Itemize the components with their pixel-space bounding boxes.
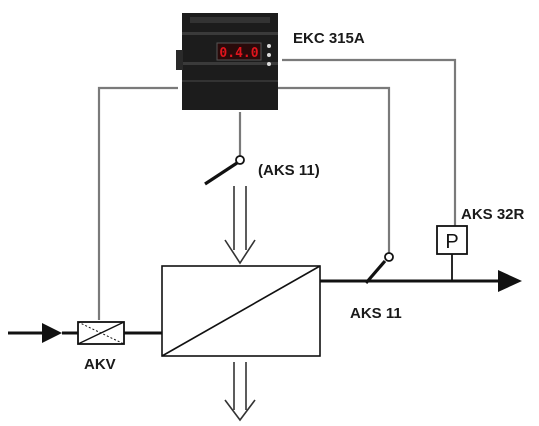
pressure-transmitter-box bbox=[436, 225, 468, 255]
suction-sensor-label: AKS 11 bbox=[350, 305, 402, 322]
evaporator-diagonal bbox=[161, 265, 321, 357]
suction-outlet-line bbox=[320, 270, 522, 292]
media-sensor-tip bbox=[235, 155, 245, 165]
controller-top-rail bbox=[190, 17, 270, 23]
controller-display bbox=[216, 42, 262, 61]
pressure-transmitter-label: AKS 32R bbox=[461, 206, 525, 223]
wire-controller-to-suction-sensor bbox=[278, 86, 391, 253]
ekc-controller: 0.4.0 bbox=[176, 13, 278, 110]
valve-label: AKV bbox=[84, 356, 116, 373]
evaporator bbox=[161, 265, 321, 357]
outlet-arrow-head bbox=[498, 270, 522, 292]
control-wires bbox=[97, 58, 457, 320]
liquid-inlet-line bbox=[8, 323, 162, 343]
controller-side-tab bbox=[176, 50, 183, 70]
pressure-transmitter: P bbox=[436, 225, 468, 281]
suction-temp-sensor bbox=[364, 252, 394, 285]
valve-diagonal-2 bbox=[77, 321, 125, 345]
akv-valve bbox=[77, 321, 125, 345]
controller-button-enter bbox=[267, 62, 271, 66]
controller-button-up bbox=[267, 44, 271, 48]
controller-groove-3 bbox=[182, 80, 278, 82]
inlet-arrow-head bbox=[42, 323, 62, 343]
controller-button-down bbox=[267, 53, 271, 57]
wire-controller-to-pressure-transmitter bbox=[282, 58, 457, 226]
media-sensor-label: (AKS 11) bbox=[258, 162, 320, 179]
controller-groove-1 bbox=[182, 32, 278, 35]
suction-sensor-probe bbox=[364, 259, 387, 285]
controller-groove-2 bbox=[182, 62, 278, 65]
controller-display-value: 0.4.0 bbox=[219, 46, 258, 61]
suction-sensor-tip bbox=[384, 252, 394, 262]
media-sensor-probe bbox=[204, 161, 238, 186]
airflow-out-arrow bbox=[224, 362, 256, 422]
airflow-in-arrow bbox=[224, 186, 256, 265]
controller-body bbox=[182, 13, 278, 110]
media-temp-sensor bbox=[204, 155, 245, 186]
pressure-symbol: P bbox=[445, 231, 458, 253]
wire-controller-to-valve bbox=[97, 86, 178, 320]
controller-model-label: EKC 315A bbox=[293, 30, 365, 47]
